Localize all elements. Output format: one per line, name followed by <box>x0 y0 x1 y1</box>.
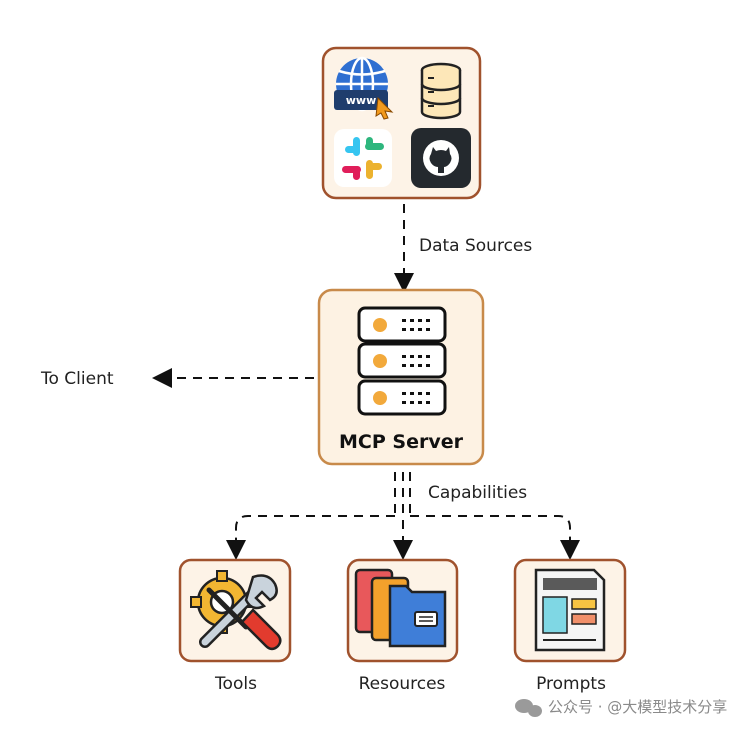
gear-wrench-screwdriver-icon <box>190 570 282 651</box>
watermark: 公众号 · @大模型技术分享 <box>515 698 727 717</box>
document-template-icon <box>534 568 606 652</box>
mcp-server-box: MCP Server <box>317 288 485 466</box>
server-rack-icon <box>357 306 447 416</box>
www-text: www <box>346 94 377 107</box>
tools-label: Tools <box>214 674 257 694</box>
prompts-label: Prompts <box>536 674 606 694</box>
resources-label: Resources <box>359 674 446 694</box>
mcp-server-title: MCP Server <box>339 431 464 453</box>
prompts-box <box>513 558 627 663</box>
resources-box <box>346 558 459 663</box>
capabilities-label: Capabilities <box>428 483 527 503</box>
globe-www-icon: www <box>334 56 394 120</box>
watermark-text: 公众号 · @大模型技术分享 <box>548 698 727 716</box>
folders-icon <box>354 568 447 648</box>
wechat-icon <box>515 699 542 717</box>
tools-box <box>178 558 292 663</box>
to-client-label: To Client <box>40 369 114 389</box>
github-icon <box>411 128 471 188</box>
data-sources-box: www <box>321 46 482 200</box>
capabilities-connectors <box>226 472 580 560</box>
slack-icon <box>334 129 392 187</box>
data-sources-label: Data Sources <box>419 236 532 256</box>
database-icon <box>420 62 462 120</box>
